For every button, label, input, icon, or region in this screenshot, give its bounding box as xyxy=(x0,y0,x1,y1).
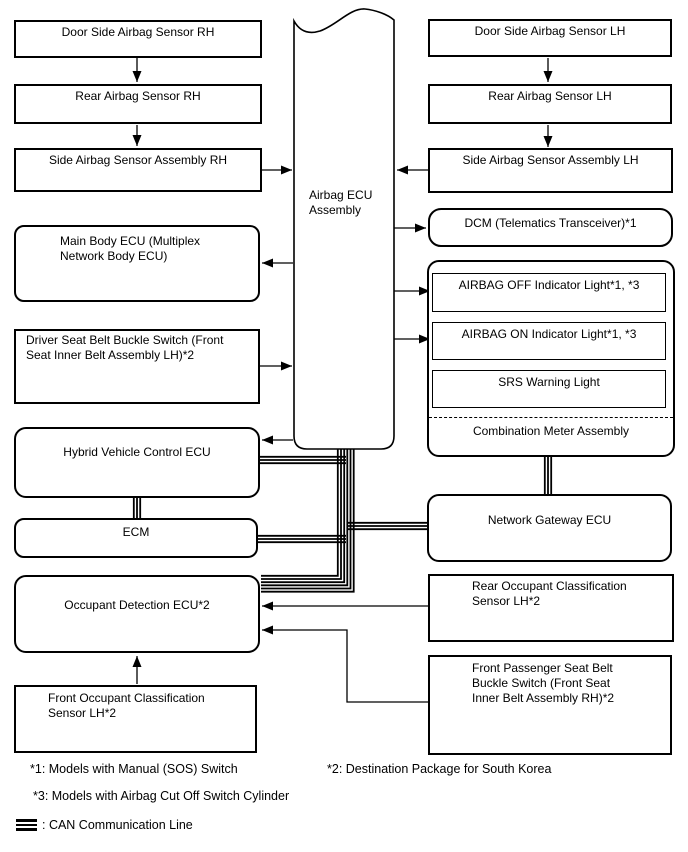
can-ecu-to-hybrid xyxy=(260,455,346,465)
airbag-ecu-assembly-outline xyxy=(293,8,395,450)
box-airbag-off-indicator-light: AIRBAG OFF Indicator Light*1, *3 xyxy=(432,273,666,312)
can-ecu-to-network-gateway xyxy=(347,521,428,531)
can-lines xyxy=(132,449,553,593)
box-label: Hybrid Vehicle Control ECU xyxy=(63,445,211,459)
footnote-1: *1: Models with Manual (SOS) Switch xyxy=(30,762,238,776)
can-meter-to-network-gateway xyxy=(543,455,553,496)
can-hybrid-to-ecm xyxy=(132,496,142,520)
box-label: AIRBAG ON Indicator Light*1, *3 xyxy=(461,327,637,341)
signal-arrows xyxy=(132,58,553,703)
box-dcm-telematics-transceiver: DCM (Telematics Transceiver)*1 xyxy=(428,208,673,247)
box-side-airbag-sensor-assembly-lh: Side Airbag Sensor Assembly LH xyxy=(428,148,673,193)
box-network-gateway-ecu: Network Gateway ECU xyxy=(427,494,672,562)
box-ecm: ECM xyxy=(14,518,258,558)
box-door-side-airbag-sensor-lh: Door Side Airbag Sensor LH xyxy=(428,19,672,57)
box-label: Door Side Airbag Sensor RH xyxy=(61,25,215,39)
footnote-3: *3: Models with Airbag Cut Off Switch Cy… xyxy=(33,789,290,803)
box-label: Rear Airbag Sensor LH xyxy=(488,89,612,103)
legend-can-label: : CAN Communication Line xyxy=(42,818,193,832)
box-rear-occupant-classification-sensor: Rear Occupant Classification Sensor LH*2 xyxy=(428,574,674,642)
box-label: Side Airbag Sensor Assembly LH xyxy=(462,153,639,167)
box-label: SRS Warning Light xyxy=(498,375,600,389)
combination-meter-assembly-label: Combination Meter Assembly xyxy=(472,424,630,438)
box-main-body-ecu: Main Body ECU (Multiplex Network Body EC… xyxy=(14,225,260,302)
box-rear-airbag-sensor-lh: Rear Airbag Sensor LH xyxy=(428,84,672,124)
box-label: Front Passenger Seat Belt Buckle Switch … xyxy=(472,661,615,705)
box-label: Rear Occupant Classification Sensor LH*2 xyxy=(472,579,627,608)
box-label: AIRBAG OFF Indicator Light*1, *3 xyxy=(458,278,640,292)
box-airbag-on-indicator-light: AIRBAG ON Indicator Light*1, *3 xyxy=(432,322,666,360)
box-label: Driver Seat Belt Buckle Switch (Front Se… xyxy=(26,333,224,362)
box-label: Main Body ECU (Multiplex Network Body EC… xyxy=(60,234,201,263)
meter-group-dashed-divider xyxy=(429,417,673,418)
box-occupant-detection-ecu: Occupant Detection ECU*2 xyxy=(14,575,260,653)
box-srs-warning-light: SRS Warning Light xyxy=(432,370,666,408)
can-ecu-trunk-outer xyxy=(261,449,355,593)
can-line-symbol-icon xyxy=(16,819,37,831)
box-label: ECM xyxy=(122,525,150,539)
box-driver-seat-belt-buckle-switch: Driver Seat Belt Buckle Switch (Front Se… xyxy=(14,329,260,404)
box-label: DCM (Telematics Transceiver)*1 xyxy=(464,216,637,230)
box-rear-airbag-sensor-rh: Rear Airbag Sensor RH xyxy=(14,84,262,124)
box-front-passenger-seat-belt-buckle-switch: Front Passenger Seat Belt Buckle Switch … xyxy=(428,655,672,755)
box-door-side-airbag-sensor-rh: Door Side Airbag Sensor RH xyxy=(14,20,262,58)
arrow-front-pass-to-occupant-ecu xyxy=(262,625,428,703)
box-label: Rear Airbag Sensor RH xyxy=(75,89,201,103)
box-side-airbag-sensor-assembly-rh: Side Airbag Sensor Assembly RH xyxy=(14,148,262,192)
box-label: Network Gateway ECU xyxy=(487,513,612,527)
box-label: Side Airbag Sensor Assembly RH xyxy=(48,153,228,167)
box-label: Front Occupant Classification Sensor LH*… xyxy=(48,691,205,720)
legend-can-line: : CAN Communication Line xyxy=(16,818,193,832)
box-hybrid-vehicle-control-ecu: Hybrid Vehicle Control ECU xyxy=(14,427,260,498)
box-label: Door Side Airbag Sensor LH xyxy=(474,24,626,38)
can-ecu-to-ecm xyxy=(258,534,346,544)
footnote-2: *2: Destination Package for South Korea xyxy=(327,762,552,776)
box-label: Occupant Detection ECU*2 xyxy=(64,598,210,612)
airbag-ecu-assembly-label: Airbag ECU Assembly xyxy=(309,188,373,217)
box-front-occupant-classification-sensor: Front Occupant Classification Sensor LH*… xyxy=(14,685,257,753)
can-ecu-trunk-inner xyxy=(261,449,346,584)
